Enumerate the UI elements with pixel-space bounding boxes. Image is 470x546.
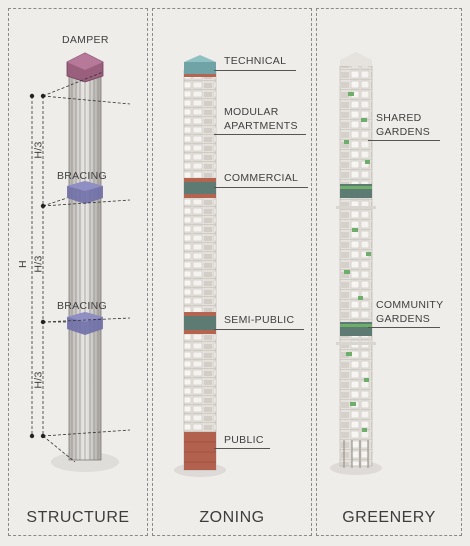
height-label: H xyxy=(16,260,29,268)
community-gardens-label-line2: GARDENS xyxy=(376,313,431,325)
shared-gardens-label-line1: SHARED xyxy=(376,112,422,124)
community-gardens-label-line1: COMMUNITY xyxy=(376,299,444,311)
greenery-patches xyxy=(344,92,371,432)
semi-public-zone xyxy=(184,312,216,334)
commercial-zone xyxy=(184,178,216,198)
zoning-tower xyxy=(174,55,226,477)
community-gardens-underline xyxy=(368,327,440,328)
segment-label-bottom: H/3 xyxy=(32,371,45,389)
public-underline xyxy=(214,448,270,449)
semi-public-label: SEMI-PUBLIC xyxy=(224,314,295,326)
modular-underline xyxy=(214,134,306,135)
damper-label: DAMPER xyxy=(62,34,109,46)
segment-label-middle: H/3 xyxy=(32,255,45,273)
technical-underline xyxy=(214,70,296,71)
bracing-upper-label: BRACING xyxy=(57,170,107,182)
public-zone xyxy=(184,432,216,470)
modular-label-line1: MODULAR xyxy=(224,106,279,118)
greenery-title: GREENERY xyxy=(342,509,436,526)
structure-tower xyxy=(29,52,131,472)
technical-zone xyxy=(184,62,216,74)
greenery-tower xyxy=(330,52,382,475)
technical-label: TECHNICAL xyxy=(224,55,287,67)
zoning-panel: ZONING xyxy=(152,8,312,536)
commercial-label: COMMERCIAL xyxy=(224,172,299,184)
structure-title: STRUCTURE xyxy=(26,509,130,526)
segment-label-top: H/3 xyxy=(32,141,45,159)
greenery-panel: GREENERY xyxy=(316,8,462,536)
zoning-title: ZONING xyxy=(199,509,265,526)
modular-label-line2: APARTMENTS xyxy=(224,120,298,132)
commercial-underline xyxy=(214,187,308,188)
bracing-lower-label: BRACING xyxy=(57,300,107,312)
semi-public-underline xyxy=(214,329,304,330)
shared-gardens-underline xyxy=(368,140,440,141)
structure-panel: STRUCTURE xyxy=(8,8,148,536)
public-label: PUBLIC xyxy=(224,434,264,446)
shared-gardens-label-line2: GARDENS xyxy=(376,126,431,138)
